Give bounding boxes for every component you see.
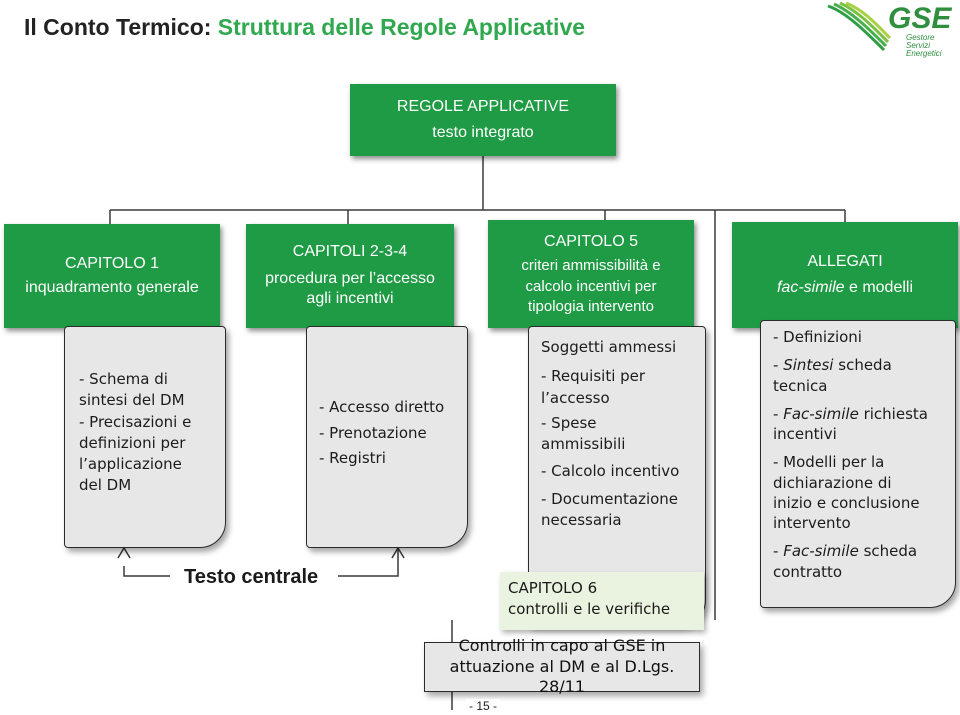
- chapter-5-line-4: tipologia intervento: [528, 297, 654, 315]
- gse-logo-swoosh: [827, 1, 892, 52]
- detail-cap1-box: - Schema di sintesi del DM - Precisazion…: [64, 326, 226, 548]
- title-prefix: Il Conto Termico:: [24, 14, 218, 40]
- page-title: Il Conto Termico: Struttura delle Regole…: [24, 14, 585, 41]
- detail-cap5-line: - Requisiti per: [541, 367, 646, 386]
- allegati-line-2: fac-simile e modelli: [777, 275, 913, 301]
- detail-allegati-line: - Definizioni: [773, 328, 862, 346]
- chapter-6-box: CAPITOLO 6 controlli e le verifiche: [500, 572, 704, 630]
- chapter-234-box: CAPITOLI 2-3-4 procedura per l’accesso a…: [246, 224, 454, 328]
- detail-cap1-line: sintesi del DM: [79, 391, 185, 410]
- detail-cap1-line: l’applicazione: [79, 455, 182, 474]
- page-number: - 15 -: [466, 699, 501, 713]
- detail-cap5-line: - Calcolo incentivo: [541, 462, 680, 481]
- logo-sub-1: Gestore: [906, 33, 935, 42]
- detail-cap1-line: - Precisazioni e: [79, 412, 192, 431]
- controlli-box: Controlli in capo al GSE in attuazione a…: [424, 636, 700, 696]
- chapter-5-box: CAPITOLO 5 criteri ammissibilità e calco…: [488, 220, 694, 328]
- controlli-line-1: Controlli in capo al GSE in: [458, 635, 666, 655]
- detail-cap1-line: - Schema di: [79, 370, 168, 388]
- detail-cap5-line: l’accesso: [541, 388, 610, 407]
- detail-cap5-line: - Spese: [541, 413, 597, 432]
- root-line-2: testo integrato: [432, 124, 534, 141]
- chapter-1-line-2: inquadramento generale: [25, 279, 199, 296]
- logo-sub-2: Servizi: [906, 41, 931, 50]
- logo-sub-3: Energetici: [906, 49, 942, 58]
- detail-cap1-line: del DM: [79, 476, 132, 495]
- detail-allegati-line: tecnica: [773, 376, 828, 395]
- detail-cap234-box: - Accesso diretto - Prenotazione - Regis…: [306, 326, 468, 548]
- detail-allegati-line: - Fac-simile richiesta: [773, 404, 928, 423]
- chapter-1-line-1: CAPITOLO 1: [65, 255, 159, 272]
- detail-allegati-line: intervento: [773, 514, 851, 532]
- detail-cap5-line: necessaria: [541, 511, 622, 530]
- detail-cap5-line: - Documentazione: [541, 489, 679, 508]
- detail-cap5-line: Soggetti ammessi: [541, 338, 677, 356]
- detail-allegati-line: - Fac-simile scheda: [773, 542, 918, 561]
- allegati-line-1: ALLEGATI: [807, 253, 883, 271]
- allegati-line-2-rest: e modelli: [844, 279, 914, 296]
- detail-allegati-line: - Sintesi scheda: [773, 356, 892, 375]
- title-accent: Struttura delle Regole Applicative: [217, 14, 586, 40]
- detail-cap234-line: - Accesso diretto: [319, 398, 445, 416]
- detail-allegati-line: - Modelli per la: [773, 453, 885, 472]
- detail-cap234-line: - Registri: [319, 449, 386, 467]
- allegati-line-2-italic: fac-simile: [776, 279, 845, 296]
- logo-text: GSE: [888, 2, 952, 35]
- chapter-5-line-3: calcolo incentivi per: [525, 277, 657, 295]
- detail-allegati-line: incentivi: [773, 425, 837, 443]
- root-line-1: REGOLE APPLICATIVE: [396, 98, 570, 116]
- chapter-234-line-2: procedura per l’accesso: [265, 269, 435, 287]
- gse-logo: GSE Gestore Servizi Energetici: [826, 1, 956, 58]
- detail-allegati-box: - Definizioni - Sintesi scheda tecnica -…: [760, 320, 956, 608]
- allegati-box: ALLEGATI fac-simile e modelli: [732, 222, 958, 328]
- chapter-5-line-2: criteri ammissibilità e: [521, 257, 661, 275]
- detail-cap5-line: ammissibili: [541, 435, 626, 454]
- controlli-line-2: attuazione al DM e al D.Lgs. 28/11: [449, 656, 675, 697]
- detail-allegati-line: contratto: [773, 562, 843, 581]
- testo-centrale-label: Testo centrale: [184, 566, 319, 588]
- root-box: REGOLE APPLICATIVE testo integrato: [350, 84, 616, 156]
- chapter-5-line-1: CAPITOLO 5: [544, 232, 638, 250]
- detail-allegati-line: dichiarazione di: [773, 473, 892, 492]
- chapter-234-line-1: CAPITOLI 2-3-4: [292, 242, 408, 260]
- chapter-6-line-2: controlli e le verifiche: [508, 600, 671, 618]
- detail-cap234-line: - Prenotazione: [319, 423, 427, 442]
- detail-allegati-line: inizio e conclusione: [773, 493, 920, 512]
- chapter-234-line-3: agli incentivi: [306, 290, 394, 308]
- detail-cap1-line: definizioni per: [79, 433, 186, 452]
- chapter-6-line-1: CAPITOLO 6: [508, 579, 598, 597]
- chapter-1-box: CAPITOLO 1 inquadramento generale: [4, 224, 220, 328]
